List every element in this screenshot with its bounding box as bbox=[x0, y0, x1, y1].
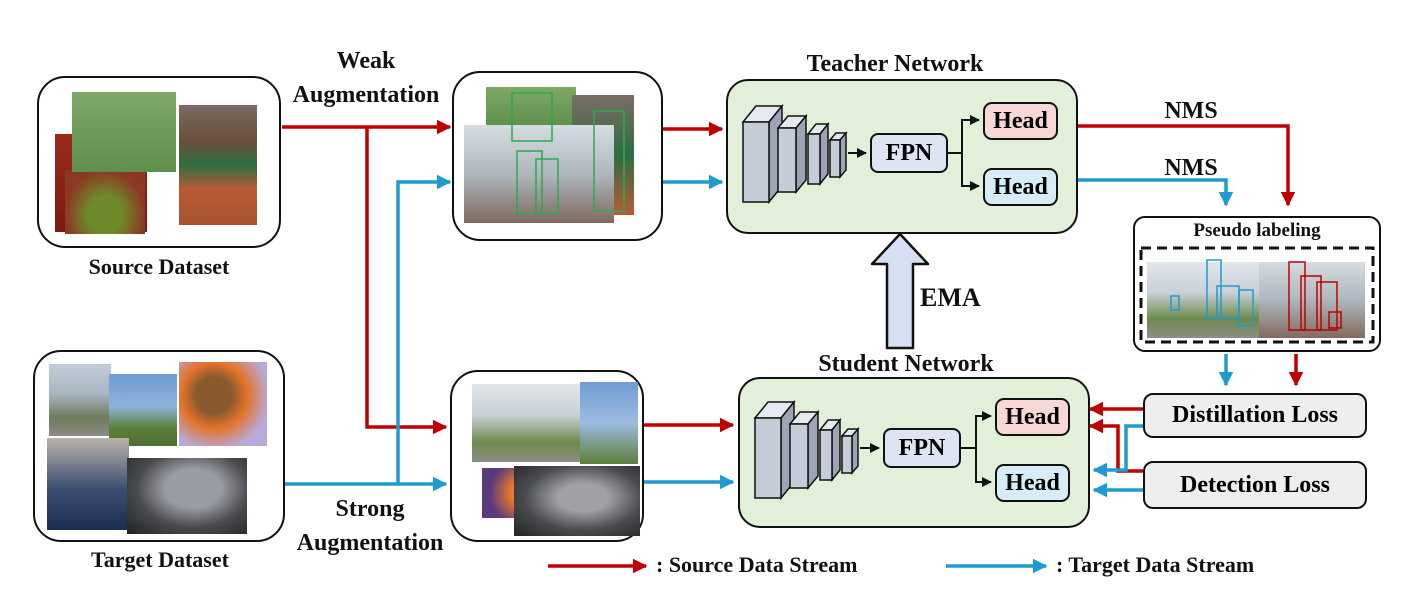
strong-augmentation-label-line1: Strong bbox=[335, 496, 405, 522]
target-dataset-label: Target Dataset bbox=[91, 547, 229, 572]
target-stream-arrows bbox=[285, 174, 1234, 498]
strong-augmentation-label-line2: Augmentation bbox=[296, 530, 444, 556]
weak-augmentation-label-line2: Augmentation bbox=[292, 82, 440, 108]
source-dataset-panel bbox=[37, 76, 281, 248]
pseudo-image-bench bbox=[1259, 262, 1365, 338]
source-image-soccer-field bbox=[72, 92, 176, 172]
nms-label-bottom: NMS bbox=[1164, 155, 1218, 181]
weak-augmented-panel bbox=[452, 71, 663, 241]
strong-augmented-panel bbox=[450, 370, 644, 542]
strong-image-park bbox=[580, 382, 638, 464]
teacher-internal-arrows bbox=[848, 115, 980, 191]
pseudo-labeling-title: Pseudo labeling bbox=[1193, 220, 1321, 241]
weak-bounding-boxes bbox=[511, 92, 625, 214]
teacher-head-source: Head bbox=[983, 102, 1058, 140]
pseudo-bounding-boxes bbox=[1139, 246, 1375, 344]
legend-target-label: : Target Data Stream bbox=[1056, 552, 1255, 577]
source-dataset-label: Source Dataset bbox=[88, 254, 230, 279]
student-backbone bbox=[753, 399, 860, 501]
weak-augmentation-label-line1: Weak bbox=[336, 48, 396, 74]
student-network-title: Student Network bbox=[818, 351, 994, 377]
detection-loss-box: Detection Loss bbox=[1143, 461, 1367, 509]
teacher-backbone bbox=[741, 103, 848, 205]
source-image-tennis-court bbox=[179, 105, 257, 225]
student-head-source: Head bbox=[995, 398, 1070, 436]
teacher-network-title: Teacher Network bbox=[806, 51, 984, 77]
legend-source-label: : Source Data Stream bbox=[656, 552, 858, 577]
nms-label-top: NMS bbox=[1164, 98, 1218, 124]
strong-image-cat bbox=[514, 466, 640, 536]
teacher-head-target: Head bbox=[983, 168, 1058, 206]
target-image-park bbox=[109, 374, 177, 446]
target-image-person bbox=[47, 438, 129, 530]
target-dataset-panel bbox=[33, 350, 285, 542]
target-image-teddy-bear bbox=[179, 362, 267, 446]
ema-label: EMA bbox=[920, 283, 981, 312]
pseudo-labeling-panel bbox=[1133, 216, 1381, 352]
source-image-table-chair bbox=[65, 170, 145, 234]
student-head-target: Head bbox=[995, 464, 1070, 502]
student-internal-arrows bbox=[860, 411, 992, 487]
target-image-street bbox=[49, 364, 111, 436]
strong-image-street bbox=[472, 384, 582, 462]
target-image-cat bbox=[127, 458, 247, 534]
teacher-fpn-block: FPN bbox=[870, 133, 948, 173]
source-stream-arrows bbox=[282, 119, 1304, 473]
student-fpn-block: FPN bbox=[883, 428, 961, 468]
distillation-loss-box: Distillation Loss bbox=[1143, 393, 1367, 438]
ema-arrow bbox=[870, 232, 930, 350]
